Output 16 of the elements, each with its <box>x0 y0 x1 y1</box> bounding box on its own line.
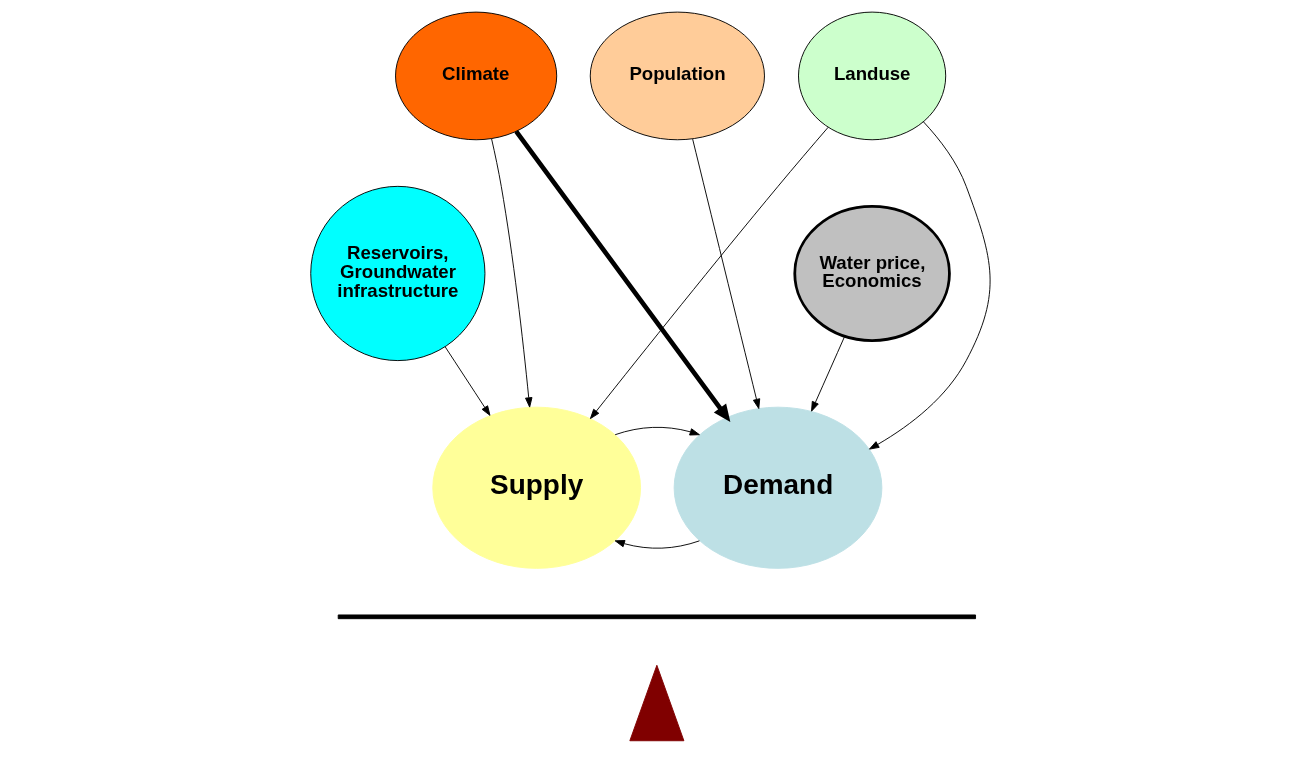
node-ellipse: Climate <box>395 11 558 141</box>
node-ellipse: Population <box>589 11 765 141</box>
arrow <box>444 346 491 416</box>
node-ellipse: Water price, Economics <box>793 205 951 342</box>
arrow <box>869 121 991 450</box>
node-bar <box>337 614 976 620</box>
node-ellipse: Landuse <box>798 11 947 141</box>
arrow <box>614 426 700 436</box>
arrow <box>589 126 829 420</box>
arrow <box>811 335 846 412</box>
arrow <box>491 138 533 408</box>
node-triangle <box>629 664 685 742</box>
arrow <box>514 129 731 423</box>
node-circle: Reservoirs, Groundwater infrastructure <box>310 185 486 362</box>
arrow <box>614 540 700 549</box>
arrow <box>692 138 761 409</box>
